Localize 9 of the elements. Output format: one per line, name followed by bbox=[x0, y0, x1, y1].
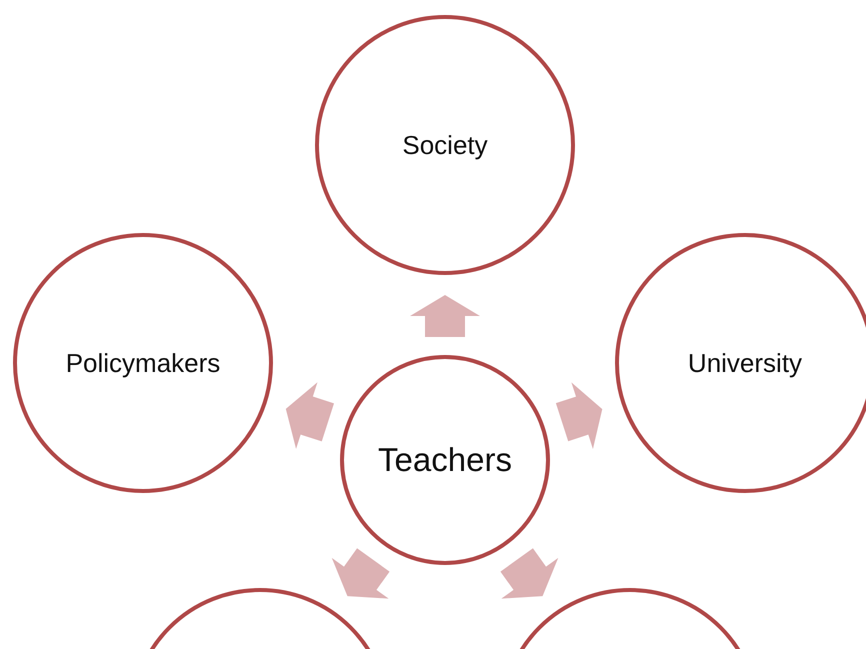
node-label: Policymakers bbox=[66, 348, 220, 378]
block-arrow bbox=[500, 548, 558, 599]
block-arrow bbox=[286, 382, 334, 449]
node-label: University bbox=[688, 348, 802, 378]
block-arrow bbox=[556, 382, 602, 449]
block-arrow bbox=[410, 295, 480, 337]
block-arrow bbox=[332, 548, 390, 599]
node-label: Society bbox=[402, 130, 488, 160]
node-label: Teachers bbox=[378, 441, 512, 479]
